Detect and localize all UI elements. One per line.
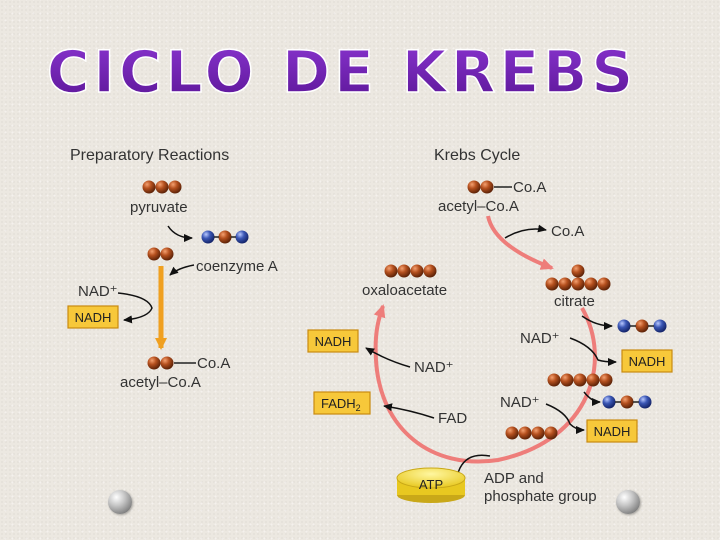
coenzyme-a-arrow — [169, 264, 195, 276]
citrate-label: citrate — [554, 293, 595, 310]
entry-arrow — [486, 215, 554, 270]
co2-molecule-1 — [617, 319, 667, 333]
fadh2-box: FADH2 — [313, 391, 371, 415]
oxaloacetate-label: oxaloacetate — [362, 282, 447, 299]
adp-label-line1: ADP and — [484, 470, 544, 487]
acetyl-coa-label-left: acetyl–Co.A — [120, 374, 201, 391]
co2-release-arrow-2 — [583, 391, 601, 406]
co2-molecule — [201, 230, 249, 244]
nad-reduction-arrow-3 — [365, 347, 411, 368]
nav-sphere-left[interactable] — [108, 490, 132, 514]
co2-molecule-2 — [602, 395, 652, 409]
nadh-box-left: NADH — [67, 305, 119, 329]
coenzyme-a-label: coenzyme A — [196, 258, 278, 275]
nadh-box-2-label: NADH — [594, 424, 631, 439]
fadh2-label: FADH2 — [321, 396, 361, 413]
nadh-box-3-label: NADH — [315, 334, 352, 349]
nav-sphere-right[interactable] — [616, 490, 640, 514]
nad-plus-label: NAD⁺ — [78, 283, 118, 300]
alpha-ketoglutarate-molecule — [547, 373, 613, 387]
nad-reduction-arrow — [117, 292, 153, 324]
prep-reactions-header: Preparatory Reactions — [70, 147, 229, 164]
acetyl-coa-product — [147, 356, 196, 370]
nad-plus-label-1: NAD⁺ — [520, 330, 560, 347]
acetyl-coa-label-right: acetyl–Co.A — [438, 198, 519, 215]
nad-plus-label-2: NAD⁺ — [500, 394, 540, 411]
coa-label-left: Co.A — [197, 355, 230, 372]
acetyl-group — [147, 247, 174, 261]
krebs-cycle-header: Krebs Cycle — [434, 147, 520, 164]
succinate-molecule — [505, 426, 558, 440]
co2-release-arrow — [167, 225, 193, 242]
acetyl-coa-entering — [467, 180, 512, 194]
adp-label-line2: phosphate group — [484, 488, 597, 505]
co2-release-arrow-1 — [581, 315, 613, 330]
nadh-box-3: NADH — [307, 329, 359, 353]
nad-reduction-arrow-2 — [545, 403, 585, 434]
coa-label-right: Co.A — [513, 179, 546, 196]
pyruvate-label: pyruvate — [130, 199, 188, 216]
coa-released-label: Co.A — [551, 223, 584, 240]
slide-title-text: CICLO DE KREBS — [47, 38, 637, 106]
slide-title: CICLO DE KREBS — [46, 37, 637, 107]
oxaloacetate-molecule — [384, 264, 437, 278]
coa-release-arrow — [504, 224, 547, 239]
nad-reduction-arrow-1 — [569, 337, 617, 366]
atp-label: ATP — [419, 477, 443, 492]
nadh-box-left-label: NADH — [75, 310, 112, 325]
nadh-box-1: NADH — [621, 349, 673, 373]
citrate-molecule — [545, 264, 611, 291]
nad-plus-label-3: NAD⁺ — [414, 359, 454, 376]
fad-label: FAD — [438, 410, 467, 427]
fad-reduction-arrow — [383, 403, 435, 419]
atp-disc: ATP — [396, 467, 466, 503]
nadh-box-1-label: NADH — [629, 354, 666, 369]
nadh-box-2: NADH — [586, 419, 638, 443]
pyruvate-molecule — [142, 180, 182, 194]
